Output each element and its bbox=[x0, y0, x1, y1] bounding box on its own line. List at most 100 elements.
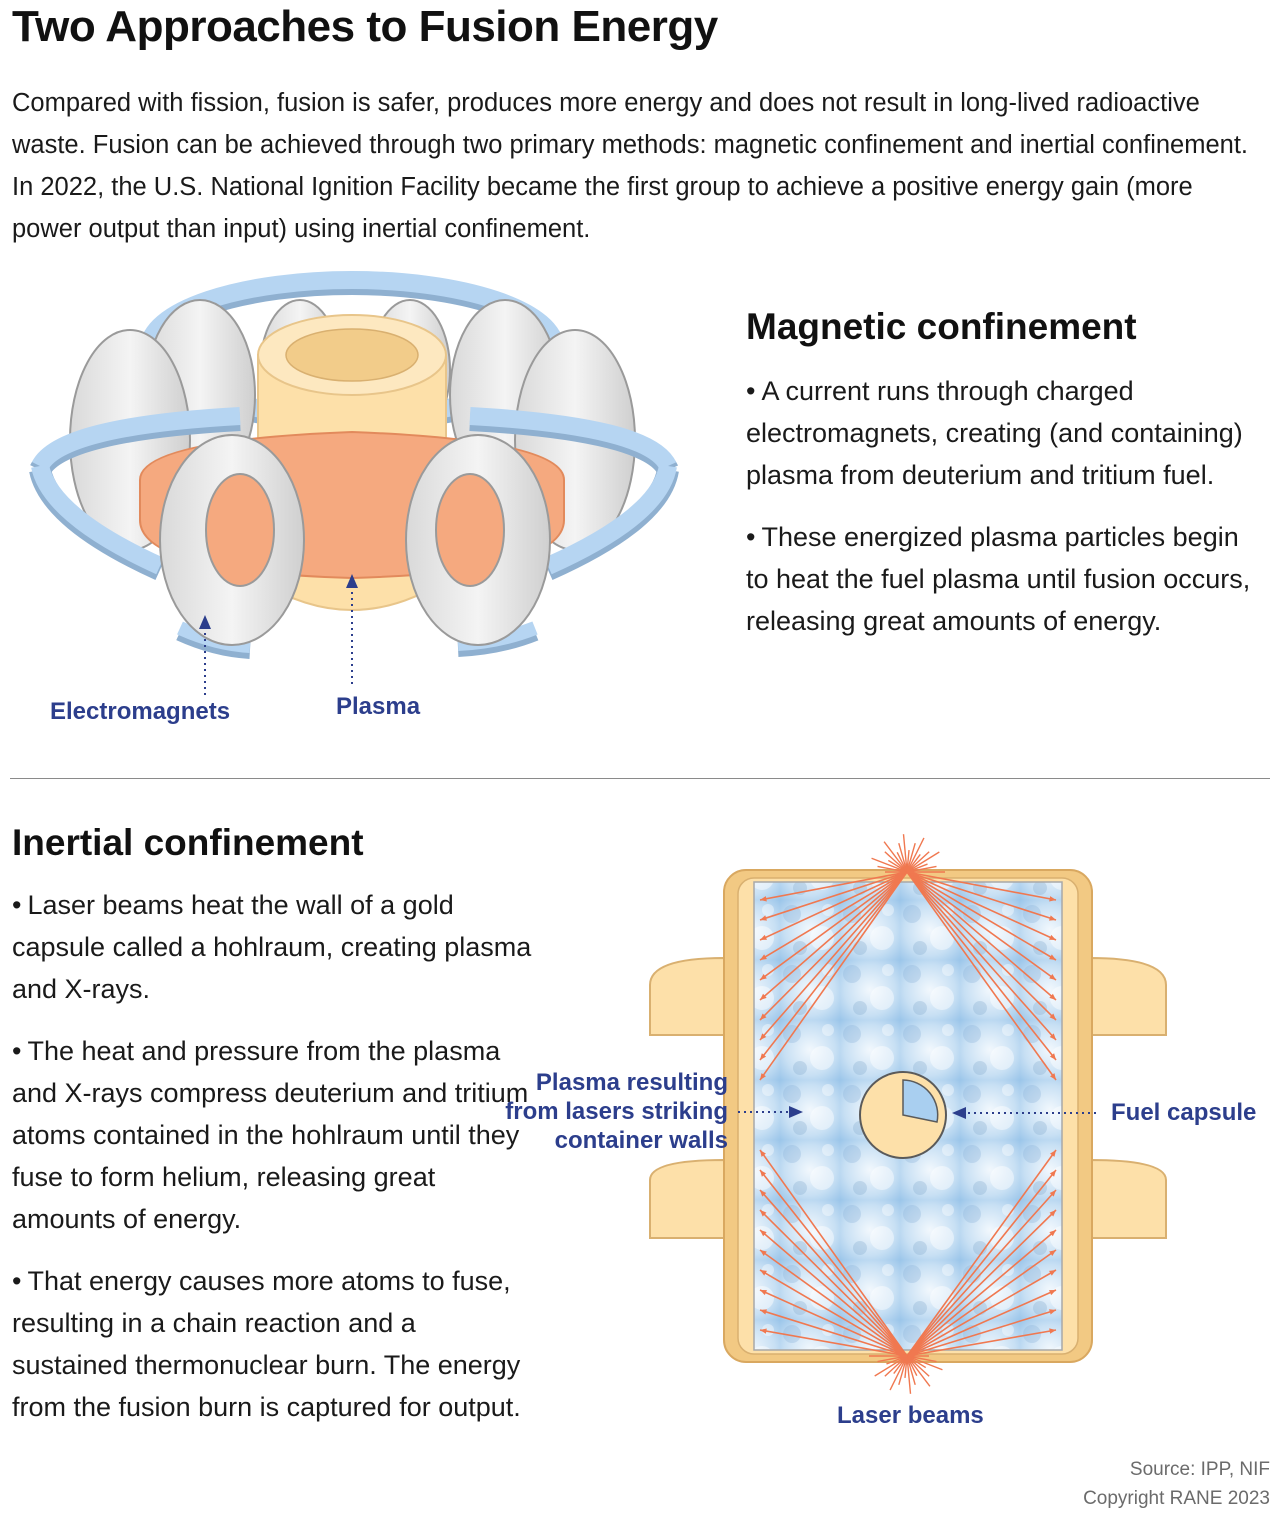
laser-ray bbox=[906, 1289, 1057, 1357]
laser-ray bbox=[759, 871, 908, 1081]
laser-ray bbox=[906, 1249, 1057, 1357]
laser-ray-arrowhead bbox=[1049, 1290, 1056, 1296]
laser-ray bbox=[759, 871, 908, 1061]
laser-ray-arrowhead bbox=[1049, 993, 1056, 1000]
hohlraum-flanges bbox=[649, 956, 1167, 1239]
pointer-plasma-walls bbox=[738, 1106, 803, 1118]
laser-burst-spike bbox=[898, 1355, 908, 1386]
pointer-electromagnets bbox=[199, 615, 211, 695]
laser-ray-arrowhead bbox=[1049, 1033, 1056, 1040]
laser-ray bbox=[906, 871, 1057, 1061]
laser-ray bbox=[759, 1189, 908, 1357]
laser-ray-arrowhead bbox=[1049, 974, 1056, 980]
laser-burst-spike bbox=[877, 1355, 908, 1363]
laser-ray bbox=[906, 1269, 1057, 1357]
magnetic-heading: Magnetic confinement bbox=[746, 306, 1137, 347]
label-plasma-walls-line: Plasma resulting bbox=[535, 1069, 728, 1096]
laser-ray-arrowhead bbox=[1049, 1270, 1056, 1276]
laser-burst-spike bbox=[874, 1355, 908, 1377]
fuel-capsule bbox=[859, 1071, 947, 1159]
laser-ray bbox=[759, 1249, 908, 1357]
laser-ray-arrowhead bbox=[1050, 1073, 1056, 1080]
laser-ray bbox=[759, 871, 908, 1021]
laser-burst-spike bbox=[877, 865, 908, 873]
laser-ray bbox=[759, 1149, 908, 1357]
laser-burst-spike bbox=[902, 834, 908, 873]
laser-ray bbox=[759, 871, 908, 921]
hohlraum-diagram bbox=[649, 834, 1167, 1394]
laser-ray-arrowhead bbox=[1049, 915, 1056, 921]
laser-ray-arrowhead bbox=[760, 954, 767, 960]
inertial-heading: Inertial confinement bbox=[12, 822, 364, 863]
laser-ray-arrowhead bbox=[760, 1013, 767, 1020]
laser-ray bbox=[759, 871, 908, 901]
laser-burst-spike bbox=[898, 842, 908, 873]
laser-burst-spike bbox=[906, 1355, 912, 1394]
laser-ray bbox=[759, 1229, 908, 1357]
laser-burst-spike bbox=[889, 1355, 908, 1391]
laser-ray-arrowhead bbox=[760, 1250, 767, 1256]
laser-ray bbox=[906, 1329, 1057, 1357]
inertial-bullet: •Laser beams heat the wall of a gold cap… bbox=[12, 890, 532, 1004]
laser-ray-arrowhead bbox=[760, 1170, 767, 1177]
laser-ray-arrowhead bbox=[760, 1190, 767, 1197]
laser-ray-arrowhead bbox=[1049, 1013, 1056, 1020]
laser-burst-spike bbox=[906, 1355, 931, 1387]
laser-ray-arrowhead bbox=[760, 1270, 767, 1276]
laser-ray-arrowhead bbox=[1049, 1250, 1056, 1256]
laser-ray bbox=[906, 1309, 1057, 1357]
laser-ray bbox=[759, 871, 908, 1041]
laser-burst-spike bbox=[906, 1355, 930, 1377]
laser-burst-spike bbox=[906, 1355, 916, 1386]
laser-ray bbox=[906, 871, 1057, 981]
label-plasma: Plasma bbox=[336, 693, 421, 720]
laser-ray bbox=[906, 1149, 1057, 1357]
laser-ray bbox=[759, 1269, 908, 1357]
laser-ray-arrowhead bbox=[760, 1328, 767, 1334]
laser-ray-arrowhead bbox=[760, 1073, 766, 1080]
laser-ray bbox=[906, 871, 1057, 1041]
laser-ray bbox=[759, 1329, 908, 1357]
laser-ray bbox=[759, 1209, 908, 1357]
inertial-bullet: •The heat and pressure from the plasma a… bbox=[12, 1036, 529, 1234]
laser-ray-arrowhead bbox=[760, 993, 767, 1000]
laser-ray-arrowhead bbox=[760, 1230, 767, 1237]
laser-ray-arrowhead bbox=[1049, 934, 1056, 940]
laser-burst-spike bbox=[906, 851, 930, 873]
laser-ray bbox=[906, 871, 1057, 961]
magnetic-bullet: •A current runs through charged electrom… bbox=[746, 376, 1243, 490]
inertial-bullet: •That energy causes more atoms to fuse, … bbox=[12, 1266, 521, 1422]
front-coils bbox=[159, 434, 551, 646]
laser-burst-spike bbox=[871, 857, 908, 873]
laser-ray-arrowhead bbox=[760, 1150, 766, 1157]
magnetic-bullet: •These energized plasma particles begin … bbox=[746, 522, 1251, 636]
intro-paragraph: Compared with fission, fusion is safer, … bbox=[12, 89, 1249, 243]
laser-ray bbox=[906, 871, 1057, 1081]
laser-ray-arrowhead bbox=[1049, 1053, 1056, 1060]
laser-ray-arrowhead bbox=[760, 934, 767, 940]
laser-ray-arrowhead bbox=[1050, 1150, 1056, 1157]
source-line: Source: IPP, NIF bbox=[1129, 1459, 1270, 1480]
laser-ray-arrowhead bbox=[760, 896, 767, 902]
laser-ray-arrowhead bbox=[1049, 1328, 1056, 1334]
outer-poloidal-rings bbox=[29, 407, 679, 659]
laser-ray-arrowhead bbox=[1049, 1190, 1056, 1197]
label-plasma-walls-line: container walls bbox=[554, 1127, 728, 1154]
pointer-fuel-capsule bbox=[952, 1107, 1096, 1119]
laser-ray-arrowhead bbox=[760, 1290, 767, 1296]
laser-burst-spike bbox=[906, 842, 916, 873]
laser-burst-spike bbox=[906, 837, 925, 873]
laser-ray bbox=[759, 1169, 908, 1357]
laser-ray bbox=[906, 871, 1057, 1021]
laser-burst-spike bbox=[884, 851, 908, 873]
laser-ray bbox=[759, 1289, 908, 1357]
laser-ray bbox=[906, 1169, 1057, 1357]
laser-burst-spike bbox=[906, 1355, 937, 1363]
laser-ray bbox=[906, 871, 1057, 941]
laser-ray bbox=[759, 871, 908, 961]
laser-ray-arrowhead bbox=[760, 973, 767, 980]
source-credit: Source: IPP, NIF Copyright RANE 2023 bbox=[1083, 1455, 1270, 1513]
laser-ray bbox=[906, 1189, 1057, 1357]
laser-ray bbox=[906, 871, 1057, 921]
laser-ray bbox=[759, 1309, 908, 1357]
